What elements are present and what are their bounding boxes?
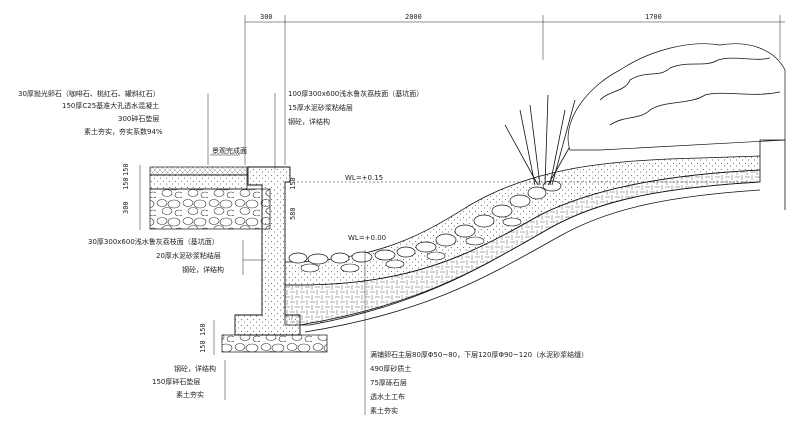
svg-text:150: 150 xyxy=(199,340,207,353)
label-tm-3: 钢砼，详结构 xyxy=(288,117,330,126)
label-tm-1: 100厚300x600浅水鲁灰荔枝面（基坑面） xyxy=(288,89,423,98)
cobble-layer xyxy=(288,180,562,273)
label-lw-3: 钢砼，详结构 xyxy=(182,265,224,274)
pool-section: WL=+0.15 WL=+0.00 150 580 xyxy=(284,155,761,333)
label-ft-1: 钢砼，详结构 xyxy=(174,364,216,373)
left-dimensions: 150 150 300 150 150 xyxy=(122,163,215,355)
label-ft-3: 素土夯实 xyxy=(176,390,204,399)
label-b-1: 满铺卵石主层80厚Φ50~80，下层120厚Φ90~120（水泥砂浆结缝） xyxy=(370,350,588,359)
label-lw-1: 30厚300x600浅水鲁灰荔枝面（基坑面） xyxy=(88,237,219,246)
svg-text:300: 300 xyxy=(122,201,130,214)
label-tl-4: 素土夯实，夯实系数94% xyxy=(84,127,163,136)
svg-text:580: 580 xyxy=(289,207,297,220)
label-lw-2: 20厚水泥砂浆粘结层 xyxy=(156,251,221,260)
label-tl-2: 150厚C25基准大孔透水混凝土 xyxy=(62,101,159,110)
label-b-2: 490厚砂质土 xyxy=(370,364,411,373)
labels-top-left: 30厚抛光卵石（咖啡石、桃红石、罐斜红石） 150厚C25基准大孔透水混凝土 3… xyxy=(18,89,163,136)
planting-illustration xyxy=(504,43,786,210)
svg-text:150: 150 xyxy=(122,177,130,190)
dim-1700: 1700 xyxy=(645,13,662,21)
label-b-4: 透水土工布 xyxy=(370,392,405,401)
svg-text:150: 150 xyxy=(289,177,297,190)
retaining-wall xyxy=(221,166,328,353)
labels-bottom: 满铺卵石主层80厚Φ50~80，下层120厚Φ90~120（水泥砂浆结缝） 49… xyxy=(370,350,588,415)
level-wl-015: WL=+0.15 xyxy=(345,174,383,182)
label-b-3: 75厚砾石层 xyxy=(370,378,407,387)
labels-top-mid: 100厚300x600浅水鲁灰荔枝面（基坑面） 15厚水泥砂浆粘结层 钢砼，详结… xyxy=(288,89,423,126)
label-b-5: 素土夯实 xyxy=(370,406,398,415)
svg-text:150: 150 xyxy=(122,163,130,176)
dim-300: 300 xyxy=(260,13,273,21)
label-ft-2: 150厚碎石垫层 xyxy=(152,377,200,386)
leader-lines xyxy=(207,93,366,415)
label-tl-1: 30厚抛光卵石（咖啡石、桃红石、罐斜红石） xyxy=(18,89,160,98)
level-wl-000: WL=+0.00 xyxy=(348,234,386,242)
left-paving: 景观完成面 xyxy=(149,146,271,230)
dim-2000: 2000 xyxy=(405,13,422,21)
labels-footing: 钢砼，详结构 150厚碎石垫层 素土夯实 xyxy=(152,364,216,399)
level-finish: 景观完成面 xyxy=(212,146,247,155)
label-tm-2: 15厚水泥砂浆粘结层 xyxy=(288,103,353,112)
labels-left-wall: 30厚300x600浅水鲁灰荔枝面（基坑面） 20厚水泥砂浆粘结层 钢砼，详结构 xyxy=(88,237,224,274)
label-tl-3: 300碎石垫层 xyxy=(118,114,159,123)
top-dimension: 300 2000 1700 xyxy=(244,13,785,165)
svg-text:150: 150 xyxy=(199,323,207,336)
